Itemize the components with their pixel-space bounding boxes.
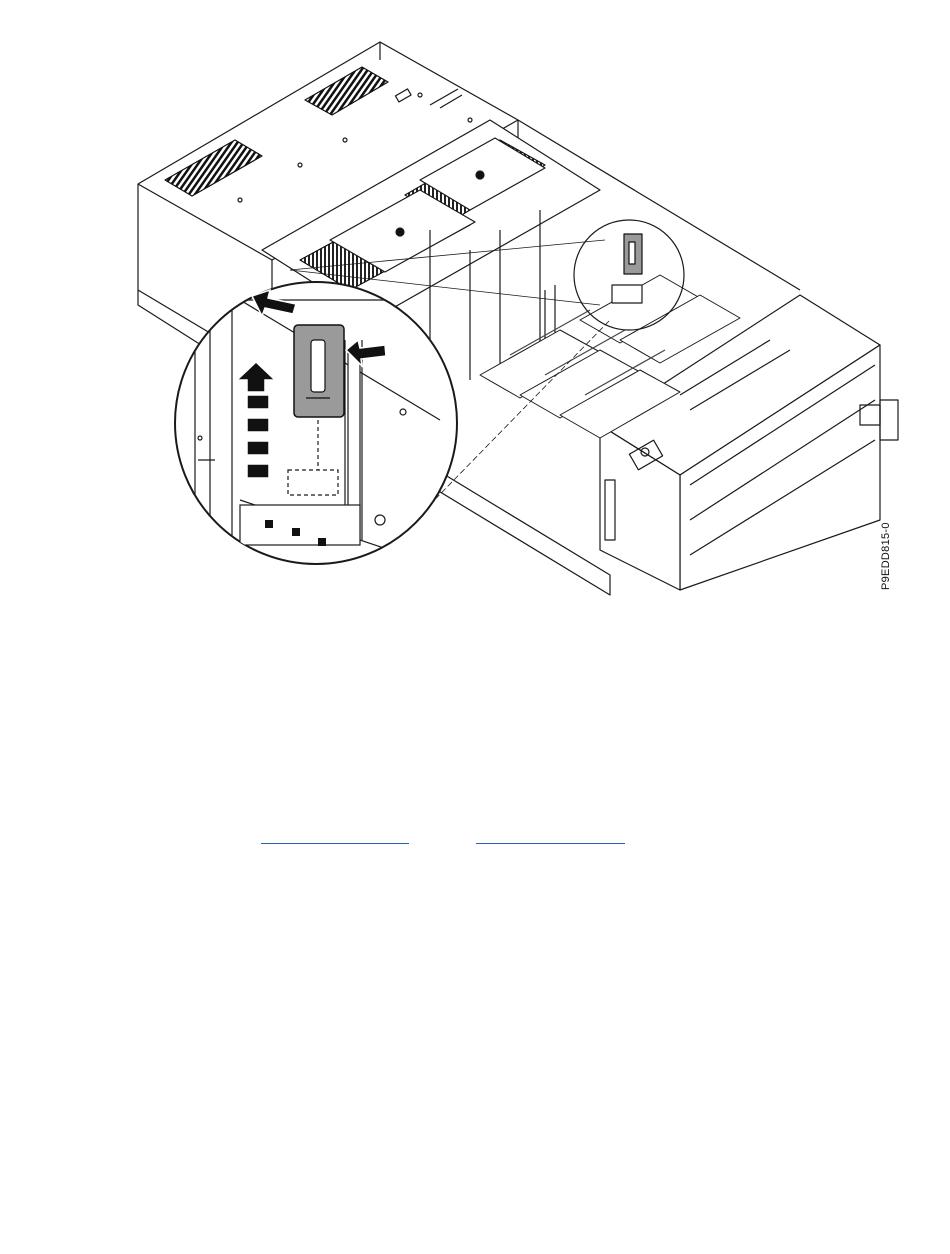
detail-callout [175,282,457,564]
figure-id-label: P9EDD815-0 [880,522,892,590]
hyperlink-underline-second[interactable] [476,843,625,844]
hyperlink-underline-first[interactable] [261,843,409,844]
server-illustration [0,0,950,610]
